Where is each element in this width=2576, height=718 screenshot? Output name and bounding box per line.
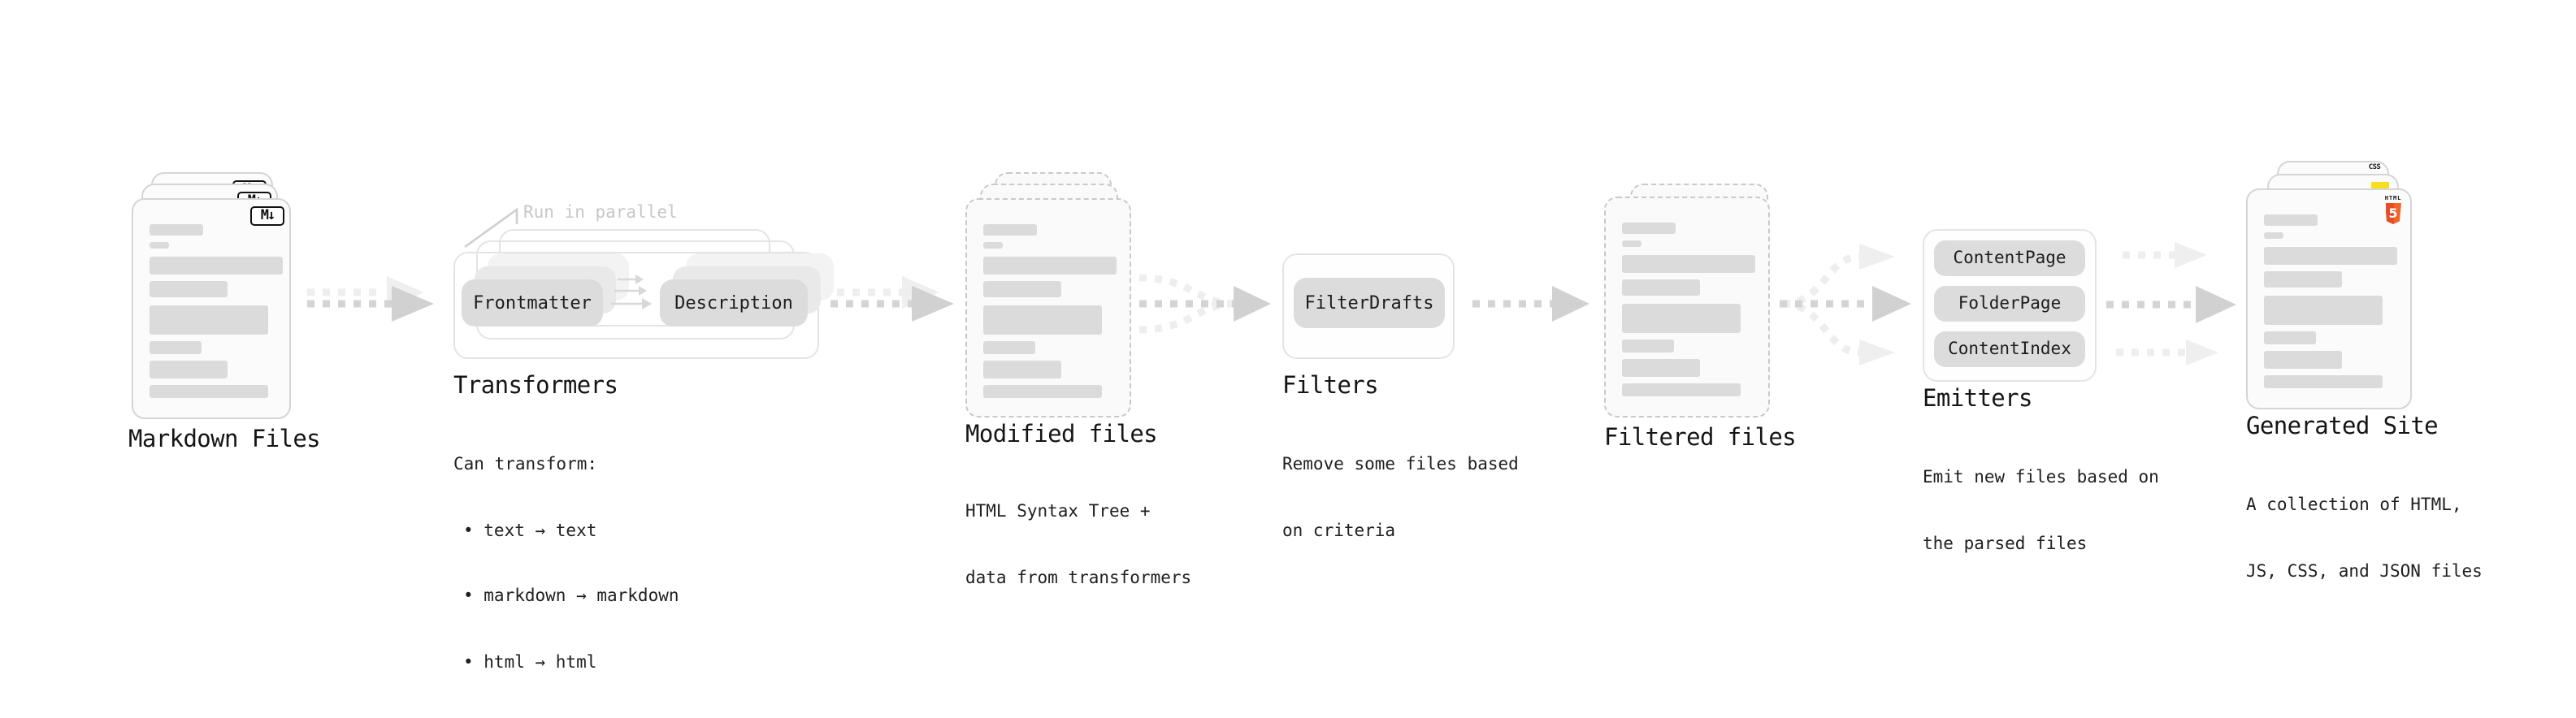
desc-line: Can transform:	[453, 455, 598, 474]
stage-label-modified-files: Modified files	[965, 422, 1158, 448]
desc-line: Remove some files based	[1282, 455, 1519, 474]
text-line-placeholder	[1622, 223, 1676, 234]
desc-line: JS, CSS, and JSON files	[2246, 561, 2483, 581]
html5-icon: HTML 5	[2384, 195, 2402, 224]
text-line-placeholder	[1622, 255, 1755, 273]
stage-label-emitters: Emitters	[1923, 387, 2033, 413]
parallel-flow-arrows-icon	[2106, 242, 2236, 365]
desc-line: on criteria	[1282, 521, 1396, 540]
text-line-placeholder	[150, 361, 228, 378]
desc-line: HTML Syntax Tree +	[965, 502, 1151, 521]
text-line-placeholder	[150, 257, 283, 275]
text-line-placeholder	[2264, 214, 2318, 226]
run-in-parallel-note: Run in parallel	[523, 203, 678, 223]
text-line-placeholder	[150, 281, 228, 297]
text-line-placeholder	[150, 242, 169, 249]
stage-label-transformers: Transformers	[453, 374, 618, 400]
text-line-placeholder	[1622, 383, 1741, 396]
markdown-icon: M↓	[250, 206, 284, 226]
text-line-placeholder	[983, 305, 1102, 335]
desc-line: data from transformers	[965, 568, 1192, 587]
contentindex-box: ContentIndex	[1934, 331, 2085, 367]
text-line-placeholder	[983, 281, 1061, 297]
text-line-placeholder	[150, 305, 268, 335]
parallel-arrows-icon	[611, 275, 652, 309]
desc-line: Emit new files based on	[1923, 468, 2159, 487]
css-icon-label: CSS	[2368, 164, 2381, 172]
text-line-placeholder	[1622, 304, 1741, 333]
text-line-placeholder	[2264, 331, 2316, 344]
desc-bullet: • text → text	[463, 521, 597, 540]
stage-desc-transformers: Can transform: • text → text • markdown …	[453, 411, 679, 718]
text-line-placeholder	[1622, 240, 1641, 247]
html5-shield: 5	[2385, 203, 2401, 224]
text-line-placeholder	[2264, 375, 2383, 388]
text-line-placeholder	[983, 257, 1117, 275]
css-icon: CSS	[2366, 164, 2383, 173]
stage-desc-filters: Remove some files based on criteria	[1282, 411, 1519, 586]
text-line-placeholder	[983, 341, 1035, 354]
text-line-placeholder	[1622, 359, 1700, 377]
text-line-placeholder	[983, 361, 1061, 378]
flow-arrow-icon	[1472, 286, 1589, 322]
text-line-placeholder	[2264, 351, 2342, 369]
html5-shield-number: 5	[2388, 205, 2398, 220]
filterdrafts-box: FilterDrafts	[1294, 278, 1445, 328]
folderpage-box: FolderPage	[1934, 286, 2085, 322]
text-line-placeholder	[150, 224, 203, 236]
converging-arrows-icon	[1138, 274, 1271, 334]
stage-desc-modified-files: HTML Syntax Tree + data from transformer…	[965, 458, 1191, 634]
pipeline-diagram: M↓ M↓ M↓ Markdown Files Run in parallel …	[128, 161, 2483, 672]
stage-label-generated-site: Generated Site	[2246, 414, 2439, 440]
text-line-placeholder	[983, 242, 1003, 249]
stage-desc-emitters: Emit new files based on the parsed files	[1923, 424, 2159, 599]
text-line-placeholder	[150, 341, 202, 354]
stage-label-filters: Filters	[1282, 374, 1379, 400]
stage-desc-generated-site: A collection of HTML, JS, CSS, and JSON …	[2246, 452, 2483, 627]
text-line-placeholder	[983, 224, 1037, 236]
text-line-placeholder	[1622, 279, 1700, 296]
text-line-placeholder	[2264, 271, 2342, 288]
flow-arrow-icon	[307, 276, 434, 322]
stage-label-markdown-files: Markdown Files	[128, 427, 321, 453]
desc-line: the parsed files	[1923, 534, 2088, 553]
modified-file-card-front	[965, 198, 1131, 417]
desc-bullet: • markdown → markdown	[463, 586, 679, 606]
text-line-placeholder	[983, 385, 1102, 398]
frontmatter-box: Frontmatter	[462, 279, 603, 327]
stage-label-filtered-files: Filtered files	[1604, 426, 1797, 452]
text-line-placeholder	[150, 385, 268, 398]
text-line-placeholder	[2264, 247, 2397, 265]
markdown-file-card-front: M↓	[132, 198, 291, 419]
description-box: Description	[660, 279, 808, 327]
filtered-file-card-front	[1604, 197, 1770, 417]
text-line-placeholder	[2264, 296, 2383, 325]
contentpage-box: ContentPage	[1934, 240, 2085, 276]
desc-bullet: • html → html	[463, 652, 597, 672]
html5-icon-label: HTML	[2384, 195, 2402, 201]
desc-line: A collection of HTML,	[2246, 495, 2462, 515]
note-leader-line	[464, 207, 518, 249]
generated-file-card-front: HTML 5	[2246, 188, 2412, 409]
diverging-arrows-icon	[1780, 244, 1911, 365]
flow-arrow-icon	[830, 276, 954, 322]
text-line-placeholder	[2264, 232, 2283, 239]
text-line-placeholder	[1622, 340, 1674, 353]
